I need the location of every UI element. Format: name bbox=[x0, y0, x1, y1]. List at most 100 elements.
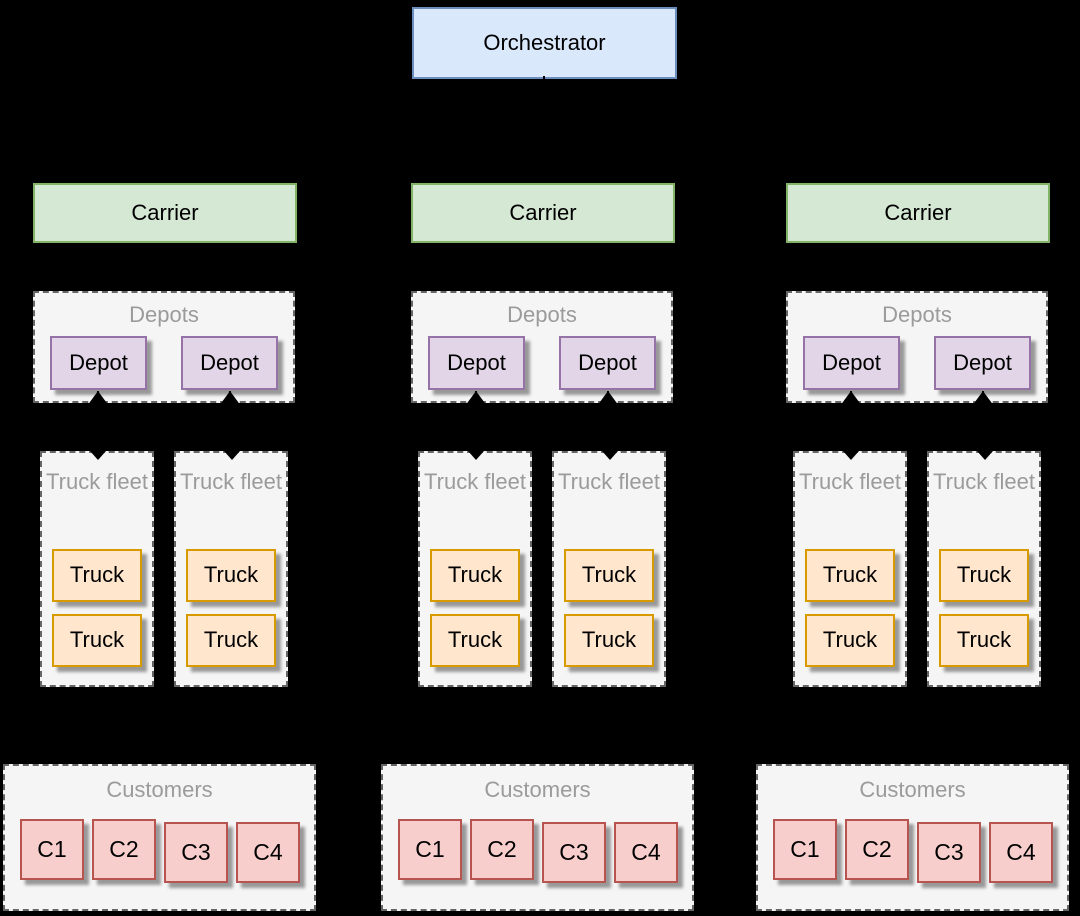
carrier-label: Carrier bbox=[509, 199, 577, 225]
depots-group-label: Depots bbox=[882, 302, 952, 327]
truck-fleet-to-depot-connector bbox=[982, 391, 984, 455]
depot-label: Depot bbox=[578, 349, 637, 375]
customer-node: C4 bbox=[989, 822, 1053, 883]
truck-fleet-group-label: Truck fleet bbox=[558, 469, 660, 494]
connector-line bbox=[542, 240, 544, 293]
truck-label: Truck bbox=[581, 562, 637, 588]
customer-label: C2 bbox=[862, 835, 892, 862]
truck-node: Truck bbox=[939, 549, 1029, 602]
truck-label: Truck bbox=[447, 562, 503, 588]
connector-line bbox=[164, 130, 918, 132]
connector-line bbox=[543, 76, 545, 131]
customer-node: C2 bbox=[470, 819, 534, 880]
depot-node: Depot bbox=[559, 336, 656, 390]
connector-line bbox=[917, 240, 919, 293]
truck-node: Truck bbox=[564, 549, 654, 602]
customer-node: C2 bbox=[92, 819, 156, 880]
customer-node: C4 bbox=[614, 822, 678, 883]
customer-label: C4 bbox=[253, 838, 283, 865]
arrowhead-up-icon bbox=[972, 391, 994, 406]
arrow-notch-icon bbox=[843, 451, 859, 460]
truck-fleet-group-label: Truck fleet bbox=[933, 469, 1035, 494]
customer-node: C3 bbox=[542, 822, 606, 883]
truck-fleet-group: Truck fleet Truck Truck bbox=[552, 451, 666, 687]
customer-label: C3 bbox=[559, 838, 589, 865]
truck-node: Truck bbox=[186, 549, 276, 602]
depot-node: Depot bbox=[50, 336, 147, 390]
truck-fleet-group-label: Truck fleet bbox=[799, 469, 901, 494]
carrier-node: Carrier bbox=[33, 183, 297, 243]
connector-line bbox=[164, 130, 166, 186]
customer-label: C1 bbox=[415, 835, 445, 862]
customer-label: C1 bbox=[790, 835, 820, 862]
truck-fleet-to-depot-connector bbox=[850, 391, 852, 455]
carrier-column: Carrier Depots Depot Depot Truck fleet T… bbox=[381, 0, 694, 916]
customers-group-label: Customers bbox=[859, 777, 966, 802]
depots-group-label: Depots bbox=[129, 302, 199, 327]
customer-node: C1 bbox=[398, 819, 462, 880]
connector-line bbox=[164, 240, 166, 293]
truck-node: Truck bbox=[430, 614, 520, 667]
truck-node: Truck bbox=[939, 614, 1029, 667]
depot-node: Depot bbox=[181, 336, 278, 390]
arrow-notch-icon bbox=[602, 451, 618, 460]
arrow-notch-icon bbox=[468, 451, 484, 460]
customers-group: Customers C1 C2 C3 C4 bbox=[381, 764, 694, 911]
truck-fleet-group: Truck fleet Truck Truck bbox=[418, 451, 532, 687]
arrow-notch-icon bbox=[90, 451, 106, 460]
truck-node: Truck bbox=[430, 549, 520, 602]
customer-label: C1 bbox=[37, 835, 67, 862]
customers-group: Customers C1 C2 C3 C4 bbox=[756, 764, 1069, 911]
truck-label: Truck bbox=[822, 627, 878, 653]
truck-label: Truck bbox=[822, 562, 878, 588]
truck-label: Truck bbox=[956, 627, 1012, 653]
truck-fleet-group-label: Truck fleet bbox=[46, 469, 148, 494]
customers-group-label: Customers bbox=[484, 777, 591, 802]
truck-label: Truck bbox=[203, 627, 259, 653]
depot-label: Depot bbox=[447, 349, 506, 375]
customer-node: C4 bbox=[236, 822, 300, 883]
arrowhead-up-icon bbox=[465, 391, 487, 406]
customer-label: C4 bbox=[1006, 838, 1036, 865]
truck-node: Truck bbox=[52, 549, 142, 602]
connector-line bbox=[542, 130, 544, 186]
truck-label: Truck bbox=[581, 627, 637, 653]
depot-node: Depot bbox=[934, 336, 1031, 390]
truck-node: Truck bbox=[52, 614, 142, 667]
depots-group: Depots Depot Depot bbox=[411, 291, 673, 403]
connector-line bbox=[917, 130, 919, 186]
truck-fleet-group: Truck fleet Truck Truck bbox=[174, 451, 288, 687]
orchestrator-node: Orchestrator bbox=[412, 7, 677, 79]
arrowhead-up-icon bbox=[597, 391, 619, 406]
depots-group-label: Depots bbox=[507, 302, 577, 327]
carrier-node: Carrier bbox=[411, 183, 675, 243]
arrowhead-up-icon bbox=[87, 391, 109, 406]
carrier-label: Carrier bbox=[131, 199, 199, 225]
customer-node: C3 bbox=[917, 822, 981, 883]
customer-label: C3 bbox=[934, 838, 964, 865]
arrow-notch-icon bbox=[977, 451, 993, 460]
arrowhead-up-icon bbox=[840, 391, 862, 406]
depot-label: Depot bbox=[822, 349, 881, 375]
depots-group: Depots Depot Depot bbox=[786, 291, 1048, 403]
truck-label: Truck bbox=[956, 562, 1012, 588]
truck-fleet-to-depot-connector bbox=[607, 391, 609, 455]
orchestrator-label: Orchestrator bbox=[483, 29, 606, 55]
carrier-node: Carrier bbox=[786, 183, 1050, 243]
truck-fleet-to-depot-connector bbox=[97, 391, 99, 455]
customers-group: Customers C1 C2 C3 C4 bbox=[3, 764, 316, 911]
carrier-column: Carrier Depots Depot Depot Truck fleet T… bbox=[756, 0, 1069, 916]
customer-label: C3 bbox=[181, 838, 211, 865]
depot-label: Depot bbox=[953, 349, 1012, 375]
truck-fleet-group: Truck fleet Truck Truck bbox=[793, 451, 907, 687]
customer-label: C4 bbox=[631, 838, 661, 865]
depot-label: Depot bbox=[69, 349, 128, 375]
truck-node: Truck bbox=[564, 614, 654, 667]
truck-fleet-group-label: Truck fleet bbox=[424, 469, 526, 494]
arrow-notch-icon bbox=[224, 451, 240, 460]
truck-fleet-to-depot-connector bbox=[475, 391, 477, 455]
truck-node: Truck bbox=[805, 614, 895, 667]
truck-fleet-group: Truck fleet Truck Truck bbox=[40, 451, 154, 687]
depot-node: Depot bbox=[428, 336, 525, 390]
